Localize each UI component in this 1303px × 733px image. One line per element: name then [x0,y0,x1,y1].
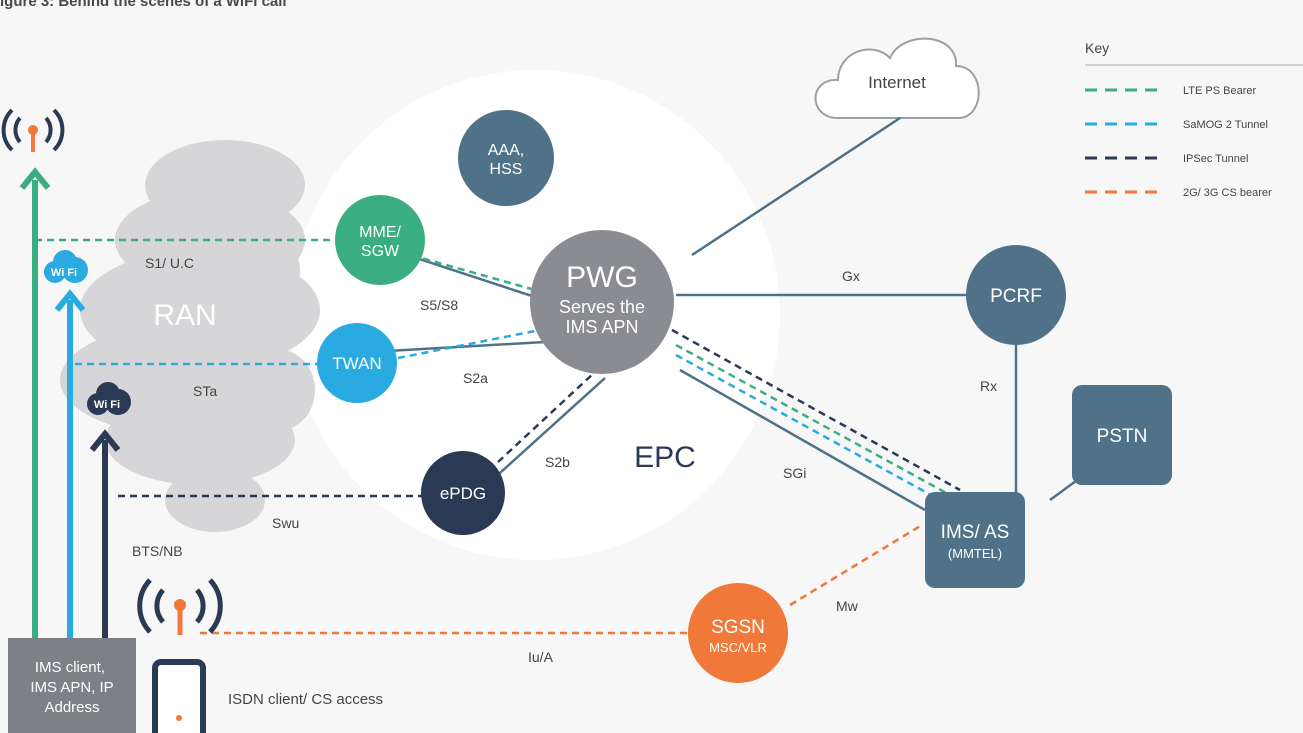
svg-text:Wi Fi: Wi Fi [94,399,120,411]
epdg-label: ePDG [440,484,486,503]
wifi-icon: Wi Fi [44,250,88,283]
mme-sgw-label: MME/SGW [359,224,401,260]
pwg-label: PWG [566,261,638,294]
link-label-s5-s8: S5/S8 [420,297,458,313]
link-label-s2a: S2a [463,370,488,386]
legend-label: 2G/ 3G CS bearer [1183,187,1272,199]
green-arrow [19,167,51,640]
legend-label: IPSec Tunnel [1183,153,1248,165]
twan-node [317,323,397,403]
internet-cloud [814,37,980,119]
pcrf-label: PCRF [990,286,1042,307]
ims-as-node [925,492,1025,588]
legend-item: 2G/ 3G CS bearer [1085,187,1272,199]
internet-label: Internet [868,73,926,92]
link-label-swu: Swu [272,515,299,531]
link-label-iu-a: Iu/A [528,649,554,665]
antenna-icon [1,108,65,152]
link-label-mw: Mw [836,598,859,614]
isdn-client-label: ISDN client/ CS access [228,691,383,708]
pstn-node [1072,385,1172,485]
phone-icon [152,659,206,733]
link-label-sgi: SGi [783,465,806,481]
epdg-node [421,451,505,535]
sgsn-sublabel: MSC/VLR [709,640,767,655]
pcrf-node [966,245,1066,345]
pwg-node [530,230,674,374]
ims-client-box [8,638,136,733]
link-label-rx: Rx [980,378,997,394]
ran-label: RAN [153,299,216,332]
navy-arrow [89,429,121,640]
pstn-label: PSTN [1097,426,1148,447]
link-label-sta: STa [193,383,217,399]
wifi-icon: Wi Fi [87,382,131,415]
legend-item: SaMOG 2 Tunnel [1085,119,1268,131]
figure-title: igure 3: Behind the scenes of a WiFi cal… [0,0,287,10]
legend-title: Key [1085,40,1109,56]
legend-item: LTE PS Bearer [1085,85,1256,97]
legend-item: IPSec Tunnel [1085,153,1248,165]
solid-links [369,116,1081,512]
twan-label: TWAN [332,354,381,373]
bts-nb-label: BTS/NB [132,543,183,559]
ims-as-sublabel: (MMTEL) [948,546,1002,561]
sgsn-label: SGSN [711,617,765,638]
link-label-s2b: S2b [545,454,570,470]
dashed-links [35,238,961,635]
legend-label: LTE PS Bearer [1183,85,1256,97]
svg-text:Wi Fi: Wi Fi [51,267,77,279]
bts-antenna-icon [137,578,223,635]
legend-label: SaMOG 2 Tunnel [1183,119,1268,131]
ims-as-label: IMS/ AS [941,522,1010,543]
aaa-hss-label: AAA,HSS [488,142,524,178]
ran-cloud [60,140,320,532]
aaa-hss-node [458,110,554,206]
link-label-gx: Gx [842,268,860,284]
mme-sgw-node [335,195,425,285]
epc-label: EPC [634,441,696,474]
link-label-s1-uc: S1/ U.C [145,255,194,271]
blue-arrow [54,289,86,640]
sgsn-node [688,583,788,683]
